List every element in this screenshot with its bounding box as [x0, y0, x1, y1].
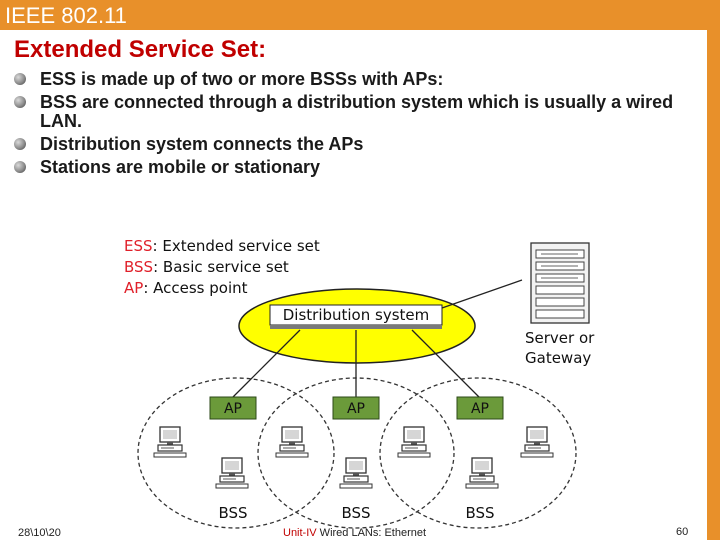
bullet-icon: [14, 96, 26, 108]
footer-date: 28\10\20: [18, 527, 61, 539]
computer-icon: [215, 457, 249, 489]
bullet-item: Stations are mobile or stationary: [14, 158, 704, 177]
legend-abbr: ESS: [124, 237, 153, 255]
computer-icon: [465, 457, 499, 489]
legend-entry: AP: Access point: [124, 279, 248, 297]
slide-title: IEEE 802.11: [5, 3, 127, 28]
computer-icon: [339, 457, 373, 489]
ap-box: AP: [209, 396, 257, 420]
ap-box: AP: [456, 396, 504, 420]
bullet-icon: [14, 73, 26, 85]
bss-label: BSS: [218, 504, 247, 522]
bullet-text: BSS are connected through a distribution…: [40, 92, 674, 131]
footer-topic: Wired LANs: Ethernet: [316, 527, 427, 539]
ap-label: AP: [347, 401, 365, 417]
bullet-item: ESS is made up of two or more BSSs with …: [14, 70, 704, 89]
bss-label: BSS: [341, 504, 370, 522]
side-accent-bar: [707, 30, 720, 540]
legend-text: : Basic service set: [153, 258, 289, 276]
bss-circle: [379, 377, 577, 529]
bullet-text: ESS is made up of two or more BSSs with …: [40, 69, 444, 89]
header-bar: [0, 0, 720, 30]
bullet-icon: [14, 161, 26, 173]
computer-icon: [397, 426, 431, 458]
computer-icon: [275, 426, 309, 458]
legend-text: : Extended service set: [153, 237, 320, 255]
computer-icon: [520, 426, 554, 458]
link-line: [411, 329, 481, 399]
page-number: 60: [676, 526, 689, 538]
footer-title: Unit-IV Wired LANs: Ethernet: [283, 527, 426, 539]
server-link-line: [441, 279, 523, 309]
bullet-item: Distribution system connects the APs: [14, 135, 704, 154]
server-label: Gateway: [525, 349, 591, 367]
server-label: Server or: [525, 329, 595, 347]
distribution-system-bar-base: [270, 325, 442, 329]
diagram-legend: ESS: Extended service set BSS: Basic ser…: [124, 237, 320, 297]
legend-abbr: AP: [124, 279, 143, 297]
bullet-icon: [14, 138, 26, 150]
ap-label: AP: [471, 401, 489, 417]
server-icon: [530, 242, 590, 324]
bullet-item: BSS are connected through a distribution…: [14, 93, 704, 131]
bullet-text: Distribution system connects the APs: [40, 134, 364, 154]
slide-subtitle: Extended Service Set:: [14, 36, 267, 63]
legend-entry: ESS: Extended service set: [124, 237, 320, 255]
legend-text: : Access point: [143, 279, 247, 297]
bss-label: BSS: [465, 504, 494, 522]
distribution-system-label: Distribution system: [283, 306, 430, 324]
ap-box: AP: [332, 396, 380, 420]
bss-circle: [137, 377, 335, 529]
bullet-text: Stations are mobile or stationary: [40, 157, 321, 177]
computer-icon: [153, 426, 187, 458]
legend-abbr: BSS: [124, 258, 153, 276]
ap-label: AP: [224, 401, 242, 417]
bullet-list: ESS is made up of two or more BSSs with …: [14, 70, 704, 181]
footer-unit: Unit-IV: [283, 527, 317, 539]
legend-entry: BSS: Basic service set: [124, 258, 289, 276]
link-line: [231, 329, 301, 399]
